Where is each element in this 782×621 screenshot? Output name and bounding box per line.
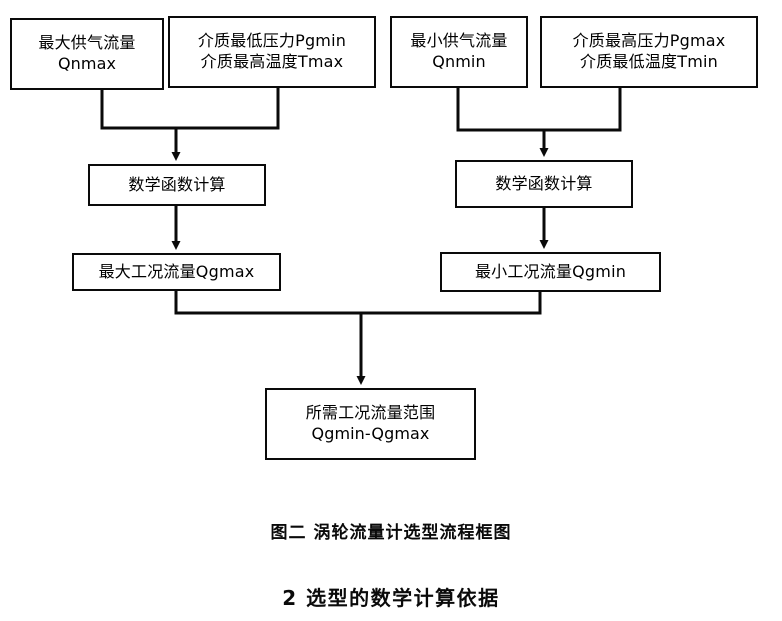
edge-qgmax-to-range (174, 291, 360, 315)
edge-qnmax-to-math-left (100, 90, 175, 130)
node-line-2: Qnmax (57, 54, 117, 73)
node-math-function-right: 数学函数计算 (455, 160, 633, 208)
node-line-2: 介质最高温度Tmax (200, 52, 344, 71)
node-line-1: 数学函数计算 (495, 173, 593, 193)
node-line-2: Qnmin (432, 52, 486, 71)
node-math-function-left: 数学函数计算 (88, 164, 266, 206)
node-line-1: 介质最高压力Pgmax (572, 31, 726, 51)
node-line-2: Qgmin-Qgmax (311, 424, 430, 443)
node-line-1: 最大工况流量Qgmax (98, 261, 255, 281)
edge-qgmin-to-range (360, 292, 542, 315)
node-line-1: 所需工况流量范围 (305, 403, 436, 423)
edge-qnmin-to-math-right (456, 88, 543, 132)
node-min-pressure-max-temp: 介质最低压力Pgmin 介质最高温度Tmax (168, 16, 376, 88)
section-heading: 2 选型的数学计算依据 (282, 586, 500, 610)
edge-pgmax-to-math-right (543, 88, 622, 132)
node-line-1: 数学函数计算 (128, 174, 226, 194)
node-max-supply-flow: 最大供气流量 Qnmax (10, 18, 164, 90)
node-min-working-flow: 最小工况流量Qgmin (440, 252, 661, 292)
node-line-1: 最小供气流量 (410, 31, 508, 51)
node-min-supply-flow: 最小供气流量 Qnmin (390, 16, 528, 88)
node-max-pressure-min-temp: 介质最高压力Pgmax 介质最低温度Tmin (540, 16, 758, 88)
node-line-1: 最小工况流量Qgmin (474, 261, 627, 281)
node-line-1: 最大供气流量 (38, 33, 136, 53)
node-line-1: 介质最低压力Pgmin (197, 31, 347, 51)
node-line-2: 介质最低温度Tmin (580, 52, 718, 71)
figure-caption: 图二 涡轮流量计选型流程框图 (270, 523, 512, 543)
node-required-flow-range: 所需工况流量范围 Qgmin-Qgmax (265, 388, 476, 460)
edge-pgmin-to-math-left (175, 88, 280, 130)
node-max-working-flow: 最大工况流量Qgmax (72, 253, 281, 291)
